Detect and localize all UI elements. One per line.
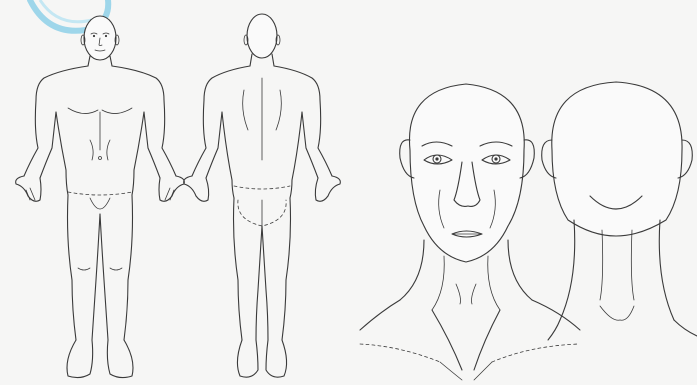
head-front-figure[interactable] — [360, 84, 580, 380]
body-back-figure[interactable] — [184, 14, 341, 377]
body-front-figure[interactable] — [16, 16, 185, 378]
head-back-figure[interactable] — [542, 82, 697, 340]
